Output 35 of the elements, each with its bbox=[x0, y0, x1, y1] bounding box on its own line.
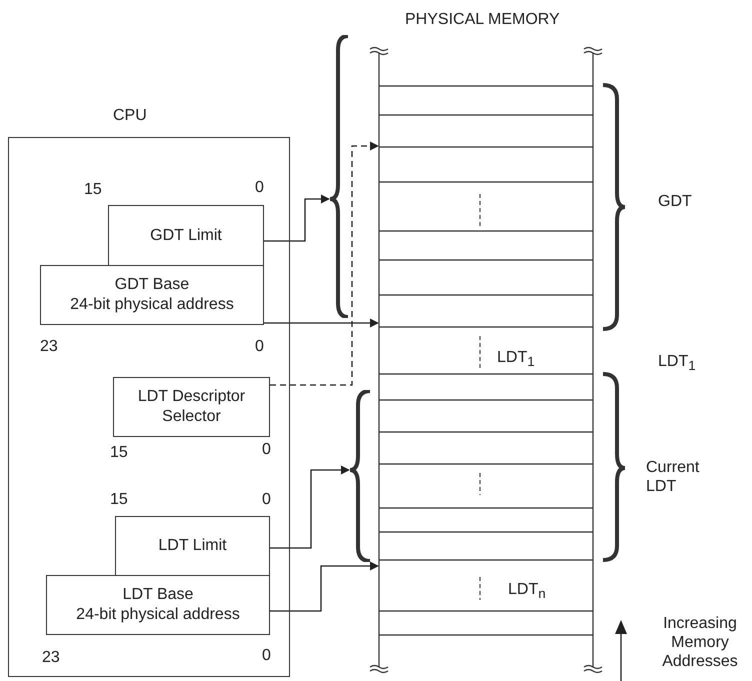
bit-number: 15 bbox=[110, 490, 128, 510]
register-label: LDT Limit bbox=[158, 536, 227, 556]
entry-label: LDT$_{n}$ bbox=[508, 580, 546, 602]
register-box bbox=[108, 205, 264, 266]
bit-number: 23 bbox=[42, 648, 60, 668]
register-label: LDT Base 24-bit physical address bbox=[76, 585, 240, 625]
side-label: Current LDT bbox=[646, 458, 700, 496]
bit-number: 15 bbox=[84, 180, 102, 200]
register-box bbox=[113, 377, 270, 437]
arrow bbox=[264, 194, 330, 242]
axis-note: Increasing Memory Addresses bbox=[661, 614, 739, 672]
curly-brace bbox=[330, 35, 348, 318]
block-heading: CPU bbox=[113, 106, 147, 126]
bit-number: 0 bbox=[262, 440, 271, 460]
entry-label: LDT$_{1}$ bbox=[497, 348, 535, 370]
arrow bbox=[270, 562, 379, 612]
arrow bbox=[270, 142, 379, 386]
column-heading: PHYSICAL MEMORY bbox=[405, 10, 560, 30]
bit-number: 0 bbox=[262, 490, 271, 510]
side-label: LDT$_{1}$ bbox=[658, 352, 696, 374]
arrow bbox=[270, 466, 350, 549]
register-label: GDT Base 24-bit physical address bbox=[70, 275, 234, 315]
bit-number: 15 bbox=[110, 443, 128, 462]
register-box bbox=[40, 265, 264, 325]
register-box bbox=[115, 516, 270, 576]
register-label: LDT Descriptor Selector bbox=[136, 387, 246, 427]
arrow bbox=[264, 318, 379, 328]
side-label: GDT bbox=[658, 192, 692, 212]
curly-brace bbox=[350, 390, 370, 562]
register-label: GDT Limit bbox=[150, 226, 222, 246]
bit-number: 0 bbox=[255, 337, 264, 356]
register-box bbox=[46, 575, 270, 635]
bit-number: 0 bbox=[255, 178, 264, 198]
bit-number: 23 bbox=[40, 337, 58, 356]
bit-number: 0 bbox=[262, 646, 271, 666]
